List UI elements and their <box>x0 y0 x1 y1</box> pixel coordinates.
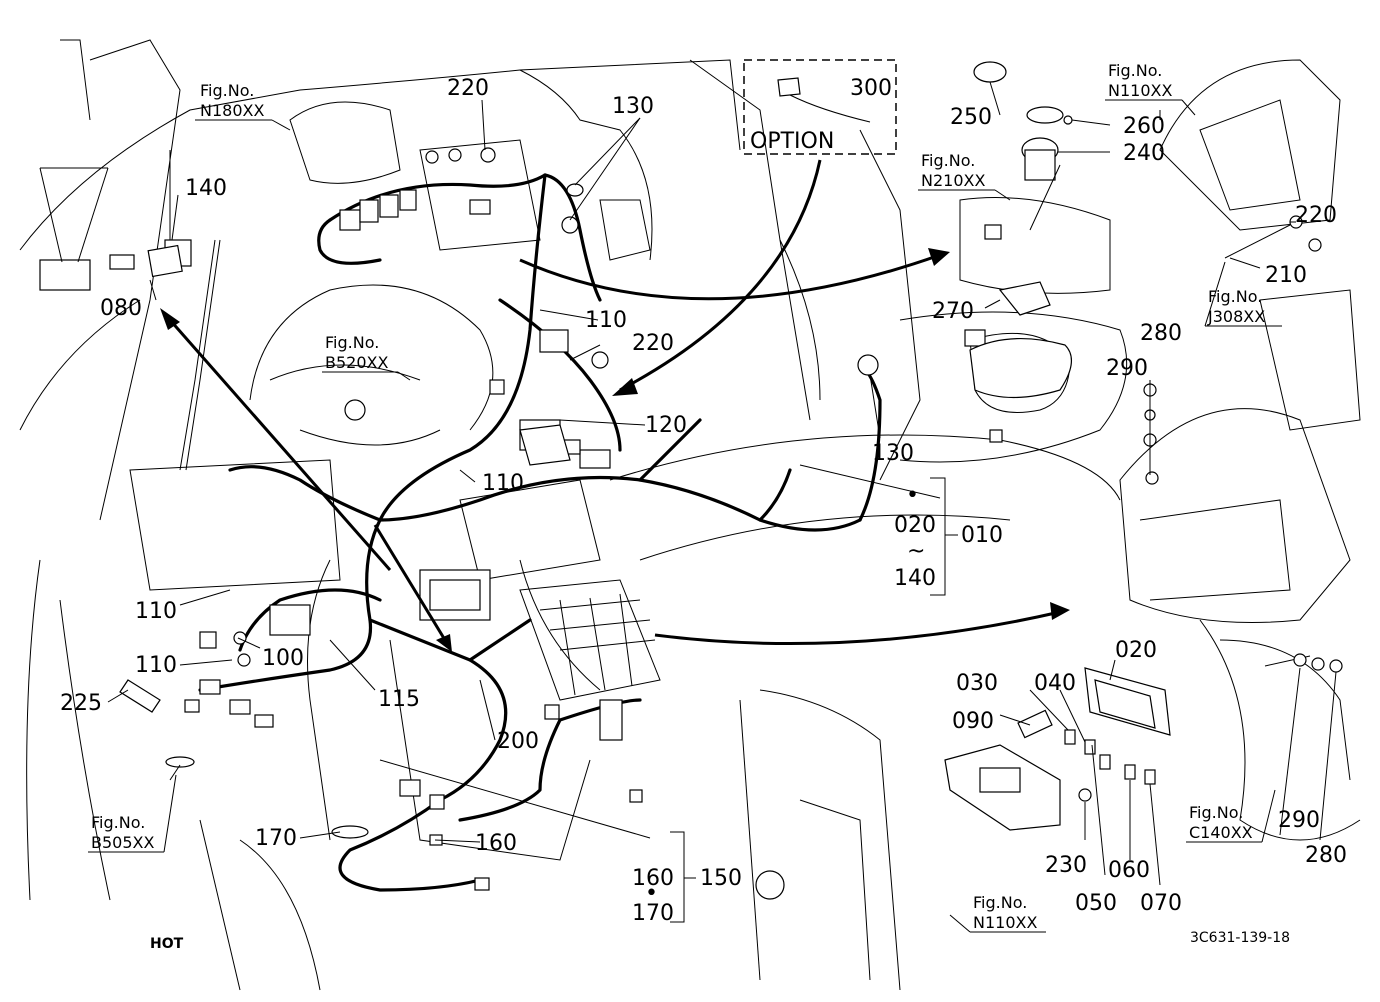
figref-b520-head: Fig.No. <box>325 333 379 352</box>
callout-240: 240 <box>1123 141 1165 166</box>
callout-250: 250 <box>950 105 992 130</box>
figref-n180-head: Fig.No. <box>200 81 254 100</box>
callout-300: 300 <box>850 76 892 101</box>
callout-130-top: 130 <box>612 94 654 119</box>
callout-080: 080 <box>100 296 142 321</box>
wire-harness <box>198 173 882 892</box>
callout-200: 200 <box>497 729 539 754</box>
callout-110-mid: 110 <box>585 308 627 333</box>
arrow-to-engine <box>654 610 1061 646</box>
callout-010: 010 <box>961 523 1003 548</box>
figref-c140-head: Fig.No. <box>1189 803 1243 822</box>
arrow-to-relay <box>168 319 392 571</box>
figref-n110-bottom-code: N110XX <box>973 913 1037 932</box>
callout-280-lower: 280 <box>1305 843 1347 868</box>
hot-warning-label: HOT <box>150 936 184 952</box>
callout-110-left: 110 <box>135 599 177 624</box>
figref-n210-code: N210XX <box>921 171 985 190</box>
drawing-reference: 3C631-139-18 <box>1190 930 1290 946</box>
callout-050: 050 <box>1075 891 1117 916</box>
callout-030: 030 <box>956 671 998 696</box>
option-label: OPTION <box>750 129 834 154</box>
figref-n110-top-head: Fig.No. <box>1108 61 1162 80</box>
figref-n210-head: Fig.No. <box>921 151 975 170</box>
callout-140-top: 140 <box>185 176 227 201</box>
group-dot-bottom: • <box>645 881 658 906</box>
callout-170-left: 170 <box>255 826 297 851</box>
callout-290-upper: 290 <box>1106 356 1148 381</box>
callout-170-group: 170 <box>632 901 674 926</box>
figref-c140-code: C140XX <box>1189 823 1253 842</box>
callout-labels: 220 130 300 140 080 110 220 120 130 110 … <box>60 76 1347 926</box>
callout-210: 210 <box>1265 263 1307 288</box>
figref-n180-code: N180XX <box>200 101 264 120</box>
leader-lines <box>39 81 1337 933</box>
callout-070: 070 <box>1140 891 1182 916</box>
callout-060: 060 <box>1108 858 1150 883</box>
components <box>39 61 1343 900</box>
figref-b505-code: B505XX <box>91 833 154 852</box>
machine-outline <box>19 39 1361 991</box>
callout-115: 115 <box>378 687 420 712</box>
callout-100: 100 <box>262 646 304 671</box>
figure-references: Fig.No. N180XX Fig.No. N110XX Fig.No. N2… <box>91 61 1265 932</box>
callout-225: 225 <box>60 691 102 716</box>
figref-b505-head: Fig.No. <box>91 813 145 832</box>
group-dot-top: • <box>906 483 919 508</box>
callout-160-mid: 160 <box>475 831 517 856</box>
callout-140-group: 140 <box>894 566 936 591</box>
arrow-option-to-panel <box>619 159 822 392</box>
callout-260: 260 <box>1123 114 1165 139</box>
callout-220-right: 220 <box>1295 203 1337 228</box>
callout-220-mid: 220 <box>632 331 674 356</box>
callout-020: 020 <box>1115 638 1157 663</box>
callout-120: 120 <box>645 413 687 438</box>
figref-n110-bottom-head: Fig.No. <box>973 893 1027 912</box>
arrow-to-fuse-box <box>373 524 447 641</box>
callout-020-group: 020 <box>894 513 936 538</box>
callout-270: 270 <box>932 299 974 324</box>
figref-j308-code: J308XX <box>1207 307 1265 326</box>
callout-090: 090 <box>952 709 994 734</box>
reference-arrows <box>160 159 1070 652</box>
option-box <box>743 59 897 155</box>
callout-280-upper: 280 <box>1140 321 1182 346</box>
callout-230: 230 <box>1045 853 1087 878</box>
callout-290-lower: 290 <box>1278 808 1320 833</box>
callout-110-lower: 110 <box>135 653 177 678</box>
figref-n110-top-code: N110XX <box>1108 81 1172 100</box>
callout-040: 040 <box>1034 671 1076 696</box>
callout-220-top: 220 <box>447 76 489 101</box>
callout-110-center: 110 <box>482 471 524 496</box>
callout-150: 150 <box>700 866 742 891</box>
arrow-to-fuel-sender <box>519 253 941 301</box>
figref-j308-head: Fig.No. <box>1208 287 1262 306</box>
callout-160-group: 160 <box>632 866 674 891</box>
figref-b520-code: B520XX <box>325 353 388 372</box>
callout-130-right: 130 <box>872 441 914 466</box>
range-tilde: ~ <box>907 539 925 564</box>
